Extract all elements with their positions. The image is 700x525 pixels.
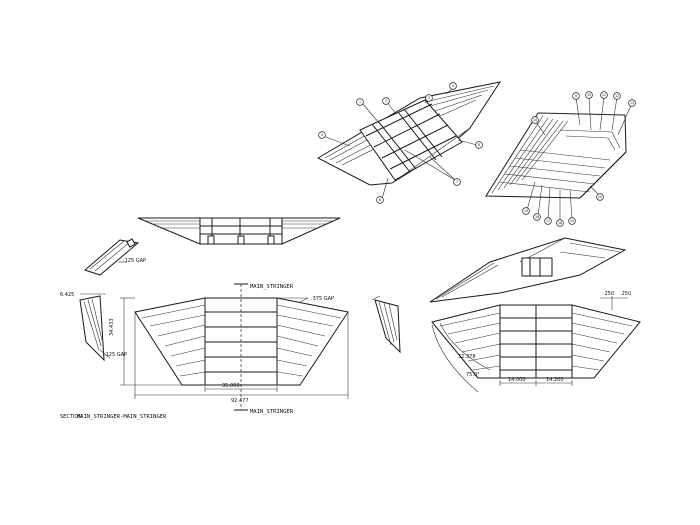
front-elevation [137, 217, 341, 245]
right-w2-dim: 14.200 [546, 377, 564, 383]
balloon-left-7 [475, 141, 483, 149]
right-b-dim: 75.0° [466, 372, 480, 378]
assembled-iso-view-right [485, 112, 627, 199]
balloon-label-left-7: 8 [478, 143, 480, 147]
balloon-label-left-5: 6 [379, 198, 381, 202]
main-stringer-top-label: MAIN_STRINGER [250, 284, 294, 290]
right-t2-dim: .250 [620, 291, 631, 297]
balloon-label-left-6: 7 [456, 180, 458, 184]
side-section-left [79, 293, 111, 362]
side-section-center [371, 295, 401, 354]
side-gap-dim: .125 GAP [104, 352, 127, 358]
section-prefix: SECTION [60, 414, 82, 420]
balloon-right-8 [544, 217, 552, 225]
balloon-left-3 [449, 82, 457, 90]
balloon-left-0 [356, 98, 364, 106]
balloon-left-4 [318, 131, 326, 139]
balloon-label-left-4: 5 [321, 133, 323, 137]
gap-top-dim: .375 GAP [311, 296, 334, 302]
balloon-label-right-9: 18 [558, 221, 562, 225]
main-plan-view [134, 284, 349, 410]
balloon-label-right-0: 9 [575, 94, 577, 98]
iso-gap-label: .125 GAP [123, 258, 146, 264]
balloon-right-5 [531, 116, 539, 124]
overall-width-dim: 92.477 [231, 398, 249, 404]
plan-dimensions [120, 283, 349, 411]
balloon-left-5 [376, 196, 384, 204]
iso-view-bottom-right [429, 237, 627, 303]
balloon-label-right-2: 11 [602, 93, 606, 97]
center-width-dim: 35.000 [222, 383, 240, 389]
balloon-label-right-8: 17 [546, 219, 550, 223]
balloon-label-right-4: 13 [630, 101, 634, 105]
balloon-right-7 [533, 213, 541, 221]
balloon-left-6 [453, 178, 461, 186]
balloon-label-right-7: 16 [535, 215, 539, 219]
plan-view-right [431, 296, 641, 393]
balloon-left-1 [382, 97, 390, 105]
section-name: MAIN_STRINGER-MAIN_STRINGER [77, 414, 167, 420]
balloon-label-right-6: 15 [524, 209, 528, 213]
exploded-iso-view-left [316, 81, 502, 186]
balloon-right-0 [572, 92, 580, 100]
main-stringer-bottom-label: MAIN_STRINGER [250, 409, 294, 415]
balloon-right-2 [600, 91, 608, 99]
balloon-right-3 [613, 92, 621, 100]
height-dim: 34.433 [109, 319, 115, 337]
balloon-label-right-1: 10 [587, 93, 591, 97]
balloon-right-11 [596, 193, 604, 201]
balloon-label-right-3: 12 [615, 94, 619, 98]
balloon-label-left-1: 2 [385, 99, 387, 103]
right-a-dim: 32.378 [458, 354, 476, 360]
balloon-right-10 [568, 217, 576, 225]
balloon-right-9 [556, 219, 564, 227]
balloon-label-left-0: 1 [359, 100, 361, 104]
balloon-label-right-11: 20 [598, 195, 602, 199]
small-iso-wedge [84, 238, 140, 276]
right-w1-dim: 14.000 [508, 377, 526, 383]
leaders-right [526, 96, 633, 222]
balloon-right-4 [628, 99, 636, 107]
balloon-label-left-2: 3 [428, 96, 430, 100]
side-left-dim: 6.425 [60, 292, 74, 298]
section-title: SECTION MAIN_STRINGER-MAIN_STRINGER [60, 414, 167, 420]
right-t1-dim: .250 [603, 291, 614, 297]
balloon-right-1 [585, 91, 593, 99]
balloon-right-6 [522, 207, 530, 215]
balloon-label-left-3: 4 [452, 84, 454, 88]
balloon-label-right-5: 14 [533, 118, 537, 122]
balloon-label-right-10: 19 [570, 219, 574, 223]
balloon-left-2 [425, 94, 433, 102]
